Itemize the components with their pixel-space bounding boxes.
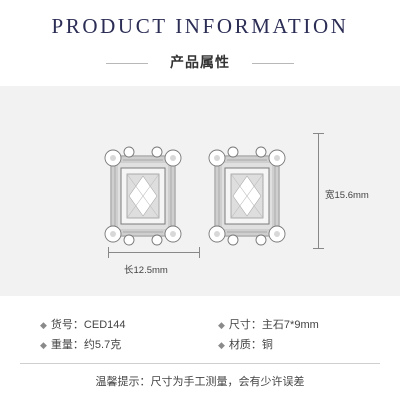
diamond-bullet-icon: ◆ bbox=[40, 340, 47, 350]
measurement-note: 温馨提示：尺寸为手工测量，会有少许误差 bbox=[95, 376, 305, 388]
length-dimension-tick-left bbox=[108, 247, 109, 258]
spec-material-text: 材质：铜 bbox=[228, 339, 273, 351]
product-photo: 长12.5mm 宽15.6mm bbox=[0, 86, 400, 296]
product-specs: ◆货号：CED144 ◆尺寸：主石7*9mm ◆重量：约5.7克 ◆材质：铜 bbox=[0, 310, 400, 356]
spec-weight-text: 重量：约5.7克 bbox=[50, 339, 122, 351]
width-dimension-tick-top bbox=[313, 133, 324, 134]
spec-item-number: ◆货号：CED144 bbox=[40, 316, 126, 332]
width-dimension-tick-bottom bbox=[313, 248, 324, 249]
earring-right-image bbox=[208, 146, 286, 246]
length-dimension-tick-right bbox=[199, 247, 200, 258]
diamond-bullet-icon: ◆ bbox=[218, 320, 225, 330]
spec-size-text: 尺寸：主石7*9mm bbox=[228, 319, 319, 331]
product-info-header: PRODUCT INFORMATION 产品属性 bbox=[0, 0, 400, 82]
length-dimension-line bbox=[108, 252, 200, 253]
title-chinese: 产品属性 bbox=[170, 55, 230, 71]
spec-material: ◆材质：铜 bbox=[218, 336, 273, 352]
title-english: PRODUCT INFORMATION bbox=[51, 14, 349, 38]
divider bbox=[20, 363, 380, 364]
spec-weight: ◆重量：约5.7克 bbox=[40, 336, 121, 352]
title-left-rule bbox=[106, 63, 148, 64]
spec-item-number-text: 货号：CED144 bbox=[50, 319, 126, 331]
length-dimension-label: 长12.5mm bbox=[124, 265, 168, 276]
width-dimension-line bbox=[318, 133, 319, 249]
diamond-bullet-icon: ◆ bbox=[40, 320, 47, 330]
diamond-bullet-icon: ◆ bbox=[218, 340, 225, 350]
spec-size: ◆尺寸：主石7*9mm bbox=[218, 316, 319, 332]
earring-left-image bbox=[104, 146, 182, 246]
width-dimension-label: 宽15.6mm bbox=[325, 190, 369, 201]
title-right-rule bbox=[252, 63, 294, 64]
